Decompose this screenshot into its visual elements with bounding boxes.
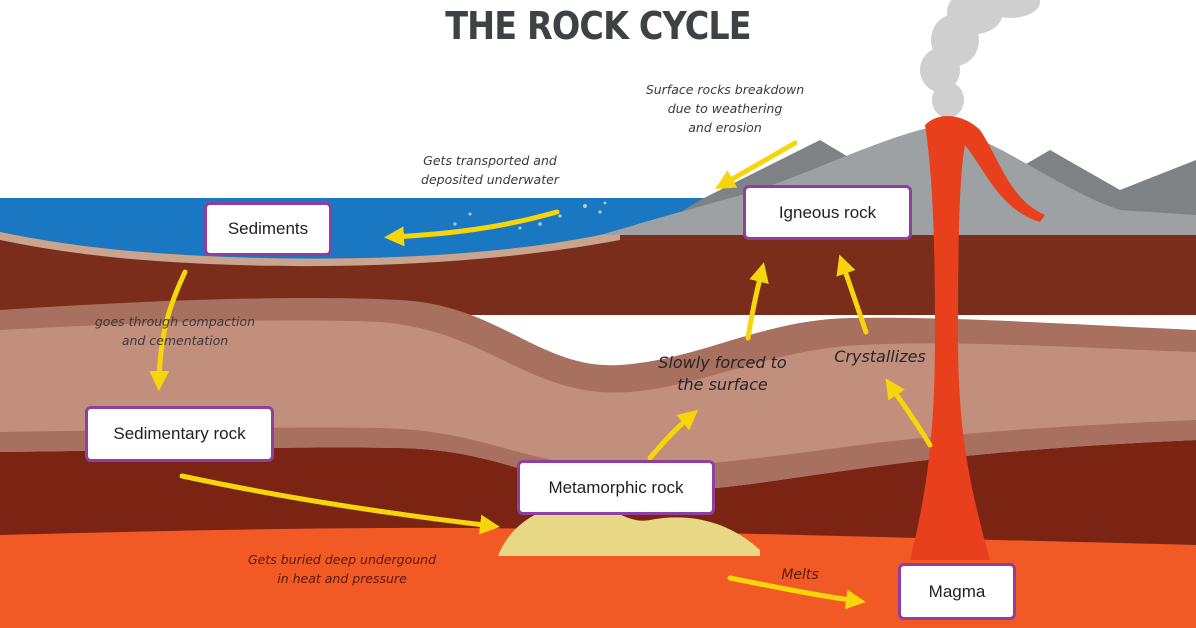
forced-up-note: Slowly forced to the surface bbox=[640, 352, 805, 396]
page-title: THE ROCK CYCLE bbox=[445, 4, 751, 48]
compaction-note: goes through compaction and cementation bbox=[70, 312, 280, 350]
crystallizes-note: Crystallizes bbox=[834, 347, 926, 366]
transport-note: Gets transported and deposited underwate… bbox=[395, 151, 585, 189]
sediments-box: Sediments bbox=[204, 202, 332, 256]
transport-line-1: Gets transported and bbox=[423, 153, 557, 168]
lava-conduit bbox=[910, 115, 1045, 560]
weathering-note: Surface rocks breakdown due to weatherin… bbox=[620, 80, 830, 137]
melts-arrow bbox=[727, 575, 866, 610]
sediment-particles bbox=[453, 201, 607, 230]
sedimentary-rock-box: Sedimentary rock bbox=[85, 406, 274, 462]
transport-line-2: deposited underwater bbox=[421, 172, 559, 187]
uplift-arrow-lower bbox=[647, 409, 699, 461]
magma-layer bbox=[0, 527, 1196, 628]
magma-box: Magma bbox=[898, 563, 1016, 620]
weathering-arrow bbox=[715, 140, 798, 189]
forced-up-line-2: the surface bbox=[677, 375, 768, 394]
weathering-line-2: due to weathering bbox=[667, 101, 783, 116]
compaction-arrow bbox=[149, 269, 188, 391]
forced-up-line-1: Slowly forced to bbox=[658, 353, 787, 372]
metamorphic-zone bbox=[498, 502, 760, 556]
transport-arrow bbox=[384, 209, 560, 247]
uplift-arrow-upper bbox=[745, 262, 769, 341]
volcano-smoke bbox=[920, 0, 1040, 118]
crystallize-arrow-lower bbox=[885, 378, 933, 448]
compaction-line-2: and cementation bbox=[121, 333, 229, 348]
buried-line-2: in heat and pressure bbox=[277, 571, 407, 586]
crystallize-arrow-upper bbox=[836, 254, 869, 335]
igneous-rock-box: Igneous rock bbox=[743, 185, 912, 240]
weathering-line-1: Surface rocks breakdown bbox=[645, 82, 805, 97]
weathering-line-3: and erosion bbox=[688, 120, 762, 135]
burial-arrow bbox=[179, 473, 500, 535]
melts-note: Melts bbox=[781, 567, 819, 583]
buried-line-1: Gets buried deep undergound bbox=[247, 552, 437, 567]
buried-note: Gets buried deep undergound in heat and … bbox=[222, 550, 462, 588]
metamorphic-rock-box: Metamorphic rock bbox=[517, 460, 715, 515]
middle-rock-layer bbox=[0, 320, 1196, 467]
compaction-line-1: goes through compaction bbox=[94, 314, 256, 329]
sea-floor-sediment bbox=[0, 232, 620, 267]
